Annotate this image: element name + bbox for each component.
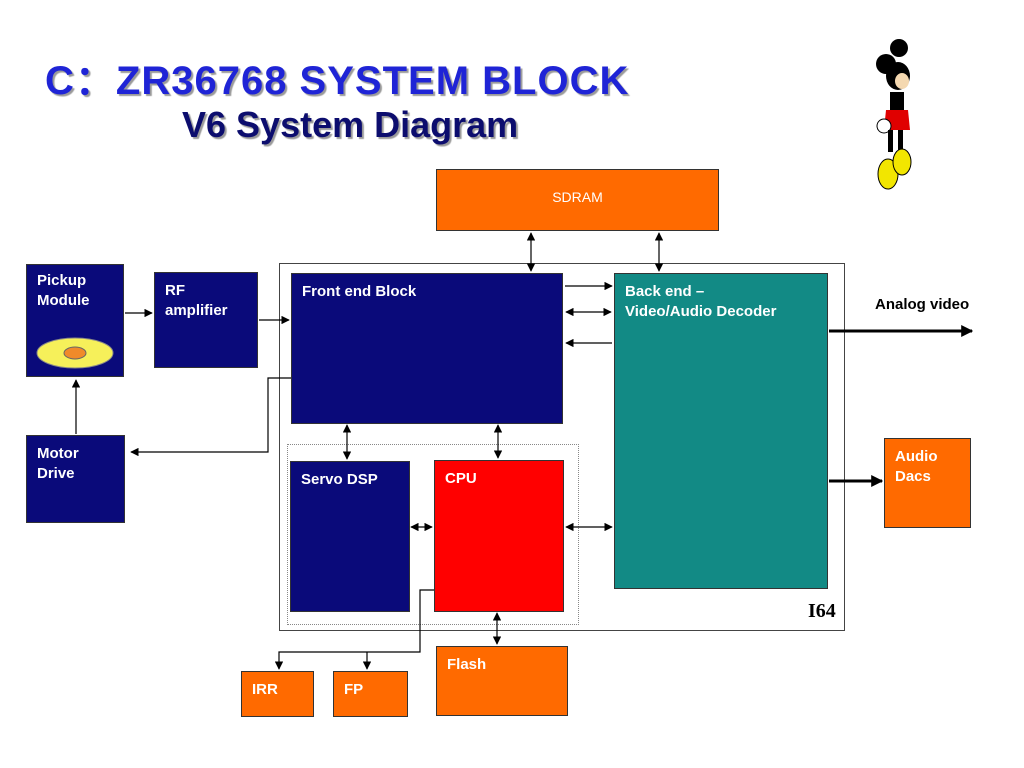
motor-drive-block: Motor Drive: [26, 435, 125, 523]
rf-amplifier-block: RF amplifier: [154, 272, 258, 368]
chip-label: I64: [808, 600, 836, 622]
servo-dsp-label: Servo DSP: [301, 471, 378, 488]
disc-icon: [36, 337, 114, 369]
front-end-block: Front end Block: [291, 273, 563, 424]
sdram-label: SDRAM: [552, 189, 603, 205]
audio-dacs-block: Audio Dacs: [884, 438, 971, 528]
flash-label: Flash: [447, 656, 487, 673]
cpu-block: CPU: [434, 460, 564, 612]
cpu-irr-fp-bus: [274, 589, 434, 670]
audio-dacs-label: Audio Dacs: [895, 448, 938, 485]
servo-cpu-group-boundary: [287, 444, 579, 625]
rf-amplifier-label: RF amplifier: [165, 282, 228, 319]
flash-block: Flash: [436, 646, 568, 716]
cpu-label: CPU: [445, 470, 477, 487]
slide-title: C：ZR36768 SYSTEM BLOCK: [45, 59, 630, 103]
irr-label: IRR: [252, 681, 278, 698]
motor-drive-label: Motor Drive: [37, 445, 79, 482]
servo-dsp-block: Servo DSP: [290, 461, 410, 612]
pickup-module-label: Pickup Module: [37, 272, 90, 309]
frontend-motor-link: [130, 377, 291, 457]
analog-video-label: Analog video: [875, 296, 970, 313]
i64-chip-boundary: [279, 263, 845, 631]
sdram-block: SDRAM: [436, 169, 719, 231]
fp-label: FP: [344, 681, 364, 698]
mickey-mouse-icon: [876, 39, 912, 190]
pickup-module-block: Pickup Module: [26, 264, 124, 377]
front-end-label: Front end Block: [302, 283, 417, 300]
back-end-label-line2: Video/Audio Decoder: [625, 303, 777, 320]
irr-block: IRR: [241, 671, 314, 717]
slide-subtitle: V6 System Diagram: [182, 104, 519, 145]
back-end-block: Back end – Video/Audio Decoder: [614, 273, 828, 589]
fp-block: FP: [333, 671, 408, 717]
back-end-label-line1: Back end –: [625, 283, 705, 300]
